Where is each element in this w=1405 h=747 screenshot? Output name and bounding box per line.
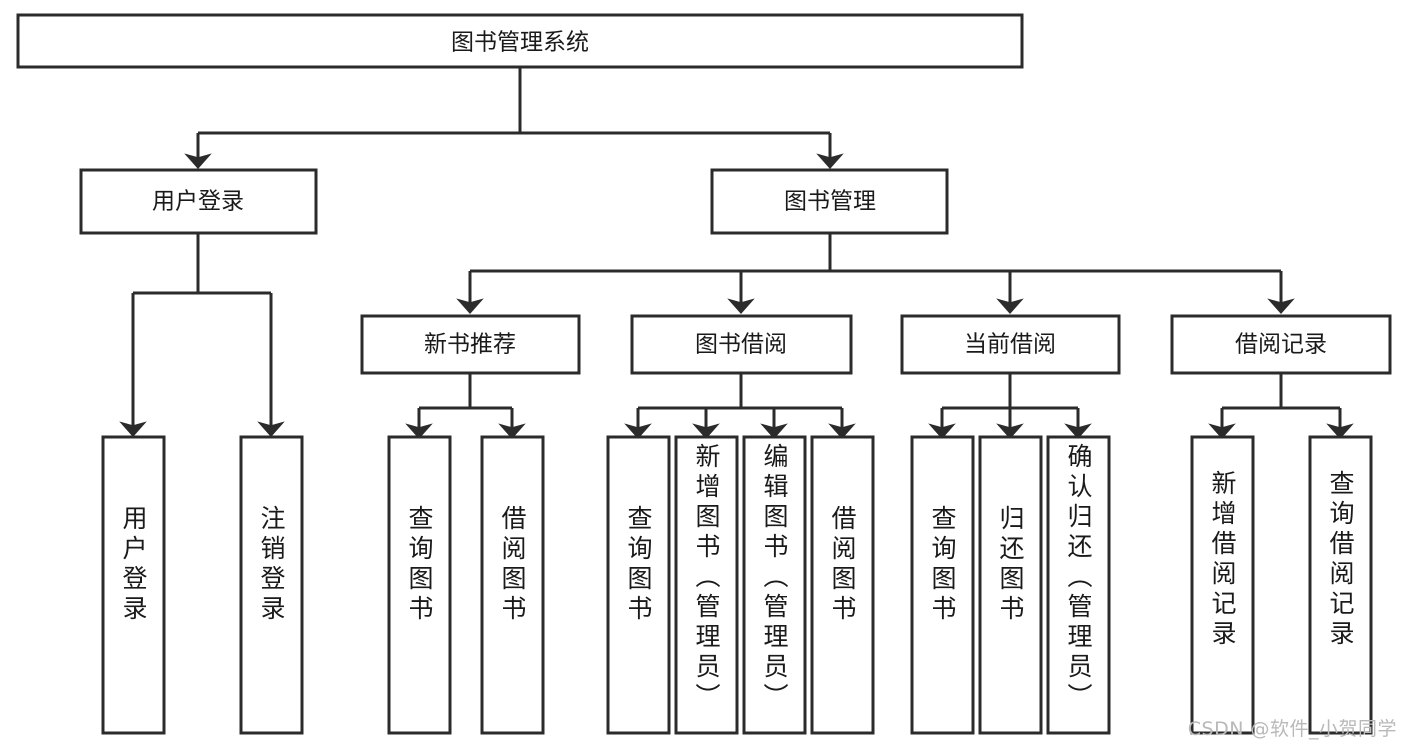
node-user-login-box[interactable] [79,168,318,235]
edge-group-book-borrow-to-leaves [624,374,856,439]
leaf-add-book-box[interactable] [674,435,739,735]
node-user-login-label: 用户登录 [152,189,244,215]
leaf-user-login-box[interactable] [101,435,166,735]
node-new-book-recommend[interactable]: 新书推荐 [360,314,581,375]
leaf-borrow-book-2-box[interactable] [810,435,875,735]
edge-group-root-to-level2 [184,67,844,169]
leaf-borrow-book-1-box[interactable] [480,435,545,735]
node-user-login[interactable]: 用户登录 [79,168,318,235]
leaf-confirm-return-box[interactable] [1046,435,1111,735]
leaf-query-record-box[interactable] [1308,435,1373,735]
node-book-borrow-box[interactable] [630,314,853,375]
leaf-add-record-box[interactable] [1190,435,1255,735]
node-current-borrow-label: 当前借阅 [964,332,1056,358]
edge-group-current-borrow-to-leaves [928,374,1092,439]
leaf-query-book-2-box[interactable] [606,435,671,735]
node-current-borrow-box[interactable] [900,314,1121,375]
node-book-management-label: 图书管理 [784,189,876,215]
leaf-query-book-1-box[interactable] [387,435,452,735]
node-new-book-recommend-label: 新书推荐 [424,332,516,358]
node-book-borrow-label: 图书借阅 [695,332,787,358]
node-new-book-recommend-box[interactable] [360,314,581,375]
node-borrow-record[interactable]: 借阅记录 [1170,314,1392,375]
edge-group-user-login-to-leaves [119,233,285,437]
node-root[interactable]: 图书管理系统 [16,13,1024,69]
node-borrow-record-label: 借阅记录 [1235,332,1327,358]
leaf-user-logout-box[interactable] [239,435,304,735]
node-book-borrow[interactable]: 图书借阅 [630,314,853,375]
edge-group-borrow-record-to-leaves [1208,374,1354,439]
watermark: CSDN @软件_小贺同学 [1187,718,1397,740]
leaf-boxes [101,435,1373,735]
leaf-query-book-3-box[interactable] [910,435,975,735]
node-current-borrow[interactable]: 当前借阅 [900,314,1121,375]
edge-group-new-book-recommend-to-leaves [405,374,526,439]
leaf-return-book-box[interactable] [978,435,1043,735]
node-book-management[interactable]: 图书管理 [710,168,949,235]
leaf-edit-book-box[interactable] [742,435,807,735]
edge-group-book-management-to-level3 [456,233,1295,314]
node-borrow-record-box[interactable] [1170,314,1392,375]
node-root-label: 图书管理系统 [451,30,589,56]
node-book-management-box[interactable] [710,168,949,235]
node-root-box[interactable] [16,13,1024,69]
